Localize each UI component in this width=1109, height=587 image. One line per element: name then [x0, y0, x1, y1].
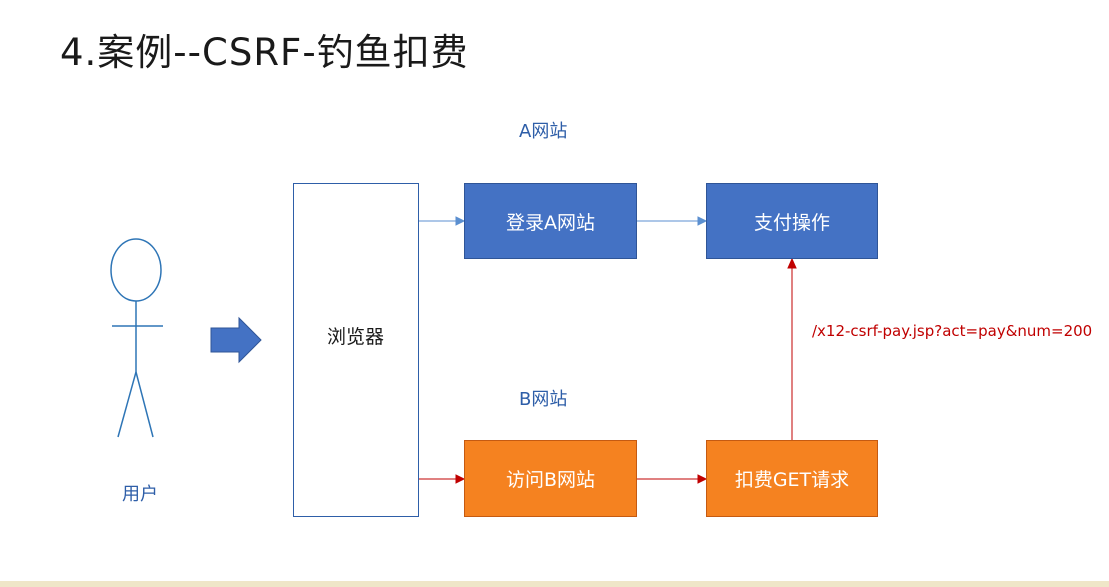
- login-a-box: 登录A网站: [464, 183, 637, 259]
- visit-to-charge-arrow: [637, 474, 708, 484]
- browser-label: 浏览器: [327, 326, 385, 348]
- user-to-browser-arrow: [210, 316, 262, 364]
- login-to-pay-arrow: [637, 216, 708, 226]
- site-b-label: B网站: [519, 389, 568, 410]
- pay-action-box: 支付操作: [706, 183, 878, 259]
- bottom-strip: [0, 581, 1109, 587]
- charge-to-pay-arrow: [787, 257, 797, 440]
- browser-to-login-arrow: [419, 216, 466, 226]
- site-a-label: A网站: [519, 121, 568, 142]
- visit-b-box: 访问B网站: [464, 440, 637, 517]
- request-url-label: /x12-csrf-pay.jsp?act=pay&num=200: [812, 322, 1093, 340]
- charge-request-box: 扣费GET请求: [706, 440, 878, 517]
- browser-box: [293, 183, 419, 517]
- user-icon: [110, 238, 163, 438]
- slide-title: 4.案例--CSRF-钓鱼扣费: [60, 31, 469, 74]
- user-label: 用户: [122, 484, 158, 505]
- browser-to-visit-arrow: [419, 474, 466, 484]
